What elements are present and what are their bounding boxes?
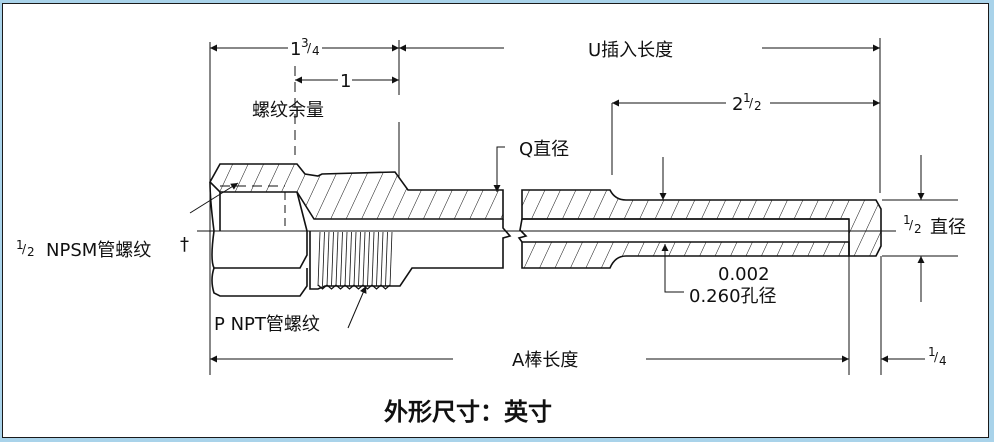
thread-line: [371, 231, 375, 287]
thread-line: [331, 231, 334, 287]
thread-line: [322, 231, 325, 287]
break-mark: [502, 219, 512, 242]
thread-line: [326, 231, 330, 287]
svg-text:†: †: [180, 234, 189, 255]
thread-line: [353, 231, 357, 287]
thread-profile: [317, 284, 391, 290]
svg-text:/: /: [22, 242, 27, 256]
insertion-length-label: U插入长度: [588, 40, 673, 61]
svg-text:2: 2: [27, 245, 35, 259]
svg-text:3: 3: [301, 36, 309, 50]
thread-line: [389, 231, 393, 287]
svg-text:/: /: [749, 96, 754, 110]
tip-diameter-label: 1 / 2 直径: [903, 213, 966, 238]
body-section-bottom: [309, 231, 850, 290]
hex-nut: [209, 181, 308, 297]
bore-tolerance: 0.002: [718, 264, 770, 285]
dimension-lines: [189, 44, 925, 363]
svg-text:NPSM管螺纹: NPSM管螺纹: [46, 240, 151, 261]
thread-line: [317, 231, 321, 287]
thread-line: [335, 231, 339, 287]
thread-line: [385, 231, 388, 287]
svg-text:1: 1: [16, 238, 24, 252]
bar-length-label: A棒长度: [512, 350, 578, 371]
drawing-frame: [2, 3, 989, 438]
drawing-title: 外形尺寸：英寸: [384, 398, 552, 426]
svg-text:2: 2: [754, 99, 762, 113]
body-section-top: [209, 163, 882, 257]
svg-text:直径: 直径: [930, 217, 966, 238]
thread-line: [358, 231, 361, 287]
bore-diameter-label: 0.260孔径: [689, 286, 777, 307]
thread-line: [367, 231, 370, 287]
npt-thread-callout: P NPT管螺纹: [214, 314, 320, 335]
svg-text:1: 1: [290, 39, 301, 60]
thread-line: [376, 231, 379, 287]
thread-line: [349, 231, 352, 287]
tip-thickness-label: 1 / 4: [928, 345, 947, 368]
npt-threads: [317, 231, 393, 290]
svg-text:/: /: [909, 218, 914, 232]
svg-text:1: 1: [928, 345, 936, 359]
thread-allowance-label: 螺纹余量: [252, 100, 324, 121]
thread-line: [344, 231, 348, 287]
svg-text:4: 4: [939, 354, 947, 368]
stem-diameter-label: Q直径: [519, 139, 569, 160]
fraction-2-1-2: 2 1 / 2: [732, 91, 762, 115]
thread-line: [340, 231, 343, 287]
fraction-1-3-4: 1 3 / 4: [290, 36, 320, 60]
thread-allowance-length: 1: [340, 71, 351, 92]
svg-text:1: 1: [903, 213, 911, 227]
thread-line: [380, 231, 384, 287]
svg-text:2: 2: [914, 222, 922, 236]
svg-text:/: /: [307, 41, 312, 55]
svg-text:4: 4: [312, 44, 320, 58]
npsm-thread-callout: 1 / 2 NPSM管螺纹 †: [16, 234, 189, 261]
svg-text:2: 2: [732, 94, 743, 115]
break-mark: [517, 218, 528, 243]
svg-text:/: /: [934, 350, 939, 364]
svg-text:1: 1: [743, 91, 751, 105]
thread-line: [362, 231, 366, 287]
